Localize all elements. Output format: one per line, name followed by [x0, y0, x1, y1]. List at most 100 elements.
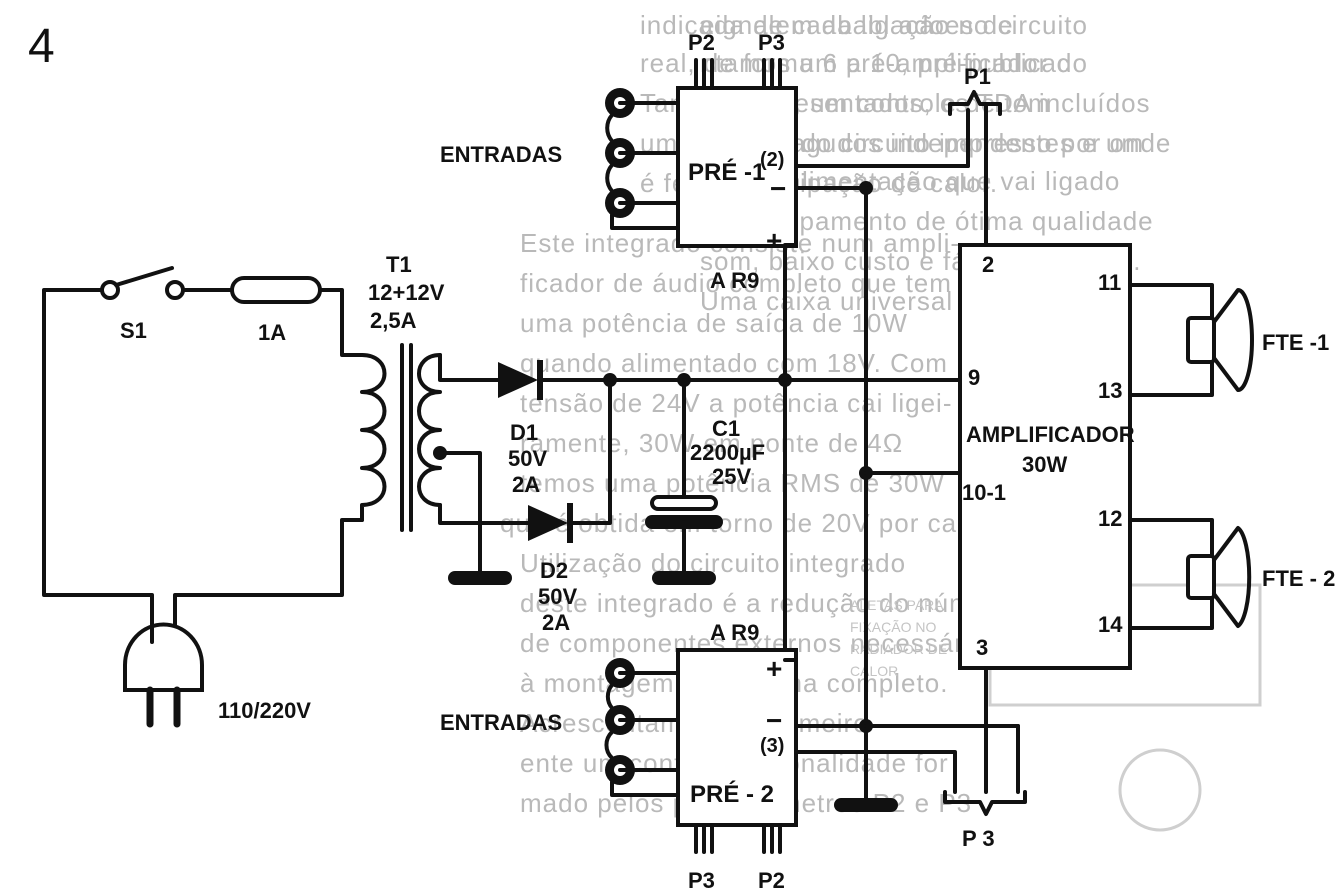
background-text-line: uma potência de saída de 10W	[520, 308, 908, 338]
pot-p3-label: P 3	[962, 826, 995, 851]
pot-p1	[948, 90, 1002, 152]
preamp-1-pot-a: P2	[688, 30, 715, 55]
preamp-2-minus: −	[766, 705, 782, 736]
preamp-2-plus: +	[766, 653, 782, 684]
background-text-line: quando alimentado com 18V. Com	[520, 348, 948, 378]
background-text-line: deste integrado é a redução do número	[520, 588, 1012, 618]
figure-number: 4	[28, 20, 55, 73]
amplifier-box	[958, 243, 1132, 670]
preamp-2-pot-b: P2	[758, 868, 785, 893]
d2-current: 2A	[542, 610, 570, 635]
center-tap-junction	[433, 446, 447, 460]
fuse-label: 1A	[258, 320, 286, 345]
background-box-text-line: ALETAS PARA	[850, 597, 944, 613]
background-text-line: ntamos um pré-amplificador c	[700, 48, 1070, 78]
speaker-1-icon	[1128, 283, 1254, 397]
amp-pin-11: 11	[1098, 270, 1121, 295]
switch-s1	[100, 266, 185, 300]
capacitor-positive-plate	[650, 495, 718, 511]
mains-plug-icon	[123, 622, 204, 728]
preamp-1-ic: A R9	[710, 268, 759, 293]
capacitor-name: C1	[712, 416, 740, 441]
buses	[778, 181, 962, 812]
background-text-line: ramente, 30W em ponte de 4Ω	[520, 428, 903, 458]
capacitor-value: 2200µF	[690, 440, 765, 465]
diode-d2	[528, 503, 573, 543]
preamp-2-name: PRÉ - 2	[690, 780, 774, 808]
inputs-label-1: ENTRADAS	[440, 142, 562, 167]
secondary-bottom-wire	[438, 503, 530, 525]
background-text-line: ficador de áudio completo que tem	[520, 268, 952, 298]
background-box-text-line: FIXAÇÃO NO	[850, 619, 936, 635]
background-text-line: eignalem ababl adoes de	[700, 10, 1014, 40]
amp-pin-2: 2	[982, 252, 994, 277]
speaker-2-wire-top	[1128, 518, 1214, 558]
speaker-1-wire-bottom	[1128, 360, 1214, 397]
d2-output-wire	[568, 378, 612, 525]
preamp-1-box	[676, 86, 798, 248]
transformer-t1	[360, 343, 442, 532]
amplifier: 2 9 10-1 3 11 13 12 14 AMPLIFICADOR 30W	[958, 148, 1135, 670]
preamp-1-plus: +	[766, 225, 782, 256]
preamp-1-input-wires	[618, 101, 680, 205]
amp-pin-9: 9	[968, 365, 980, 390]
pot-p1-label: P1	[964, 64, 991, 89]
amp-pin-13: 13	[1098, 378, 1122, 403]
preamp-2-output-wire	[794, 750, 957, 794]
speaker-2-icon	[1128, 518, 1252, 630]
amp-pin-3: 3	[976, 635, 988, 660]
amplifier-title: AMPLIFICADOR	[966, 422, 1135, 447]
transformer-voltage: 12+12V	[368, 280, 445, 305]
fuse-symbol	[230, 276, 322, 304]
preamp-1-name: PRÉ -1	[688, 158, 765, 186]
preamp-1-input-grounds	[605, 113, 680, 230]
mains-voltage-label: 110/220V	[218, 698, 311, 723]
background-box-text-line: CALOR	[850, 663, 898, 679]
amp-pin-14: 14	[1098, 612, 1123, 637]
amplifier-power: 30W	[1022, 452, 1067, 477]
diode-d1	[498, 360, 543, 400]
background-text-line: tensão de 24V a potência cai ligei-	[520, 388, 953, 418]
preamp-2-ic: A R9	[710, 620, 759, 645]
speaker-1-wire-top	[1128, 283, 1214, 320]
secondary-coil	[417, 353, 442, 507]
preamp-2-pin-label: (3)	[760, 735, 784, 757]
preamp-2-input-grounds	[604, 683, 680, 797]
d1-name: D1	[510, 420, 538, 445]
capacitor-voltage: 25V	[712, 464, 751, 489]
power-supply: S1 1A 110/220V T1 12+12V 2,5A	[42, 252, 787, 728]
d2-name: D2	[540, 558, 568, 583]
primary-return-wire	[173, 518, 364, 627]
speaker-2-wire-bottom	[1128, 596, 1214, 630]
preamp-1-pin-label: (2)	[760, 149, 784, 171]
d1-current: 2A	[512, 472, 540, 497]
secondary-top-wire	[438, 353, 500, 382]
speaker-1-label: FTE -1	[1262, 330, 1329, 355]
preamp-1: P2 P3 PRÉ -1 (2) − + A R9	[605, 30, 970, 293]
fuse-to-primary-wire	[318, 288, 364, 357]
pot-p3	[943, 666, 1027, 816]
speaker-2-label: FTE - 2	[1262, 566, 1335, 591]
preamp-1-pot-b: P3	[758, 30, 785, 55]
transformer-current: 2,5A	[370, 308, 417, 333]
primary-coil	[360, 353, 387, 522]
inputs-label-2: ENTRADAS	[440, 710, 562, 735]
preamp-2-input-wires	[618, 671, 680, 772]
background-box-text: ALETAS PARA FIXAÇÃO NO RADIADOR DE CALOR	[850, 597, 947, 679]
center-tap-wire	[438, 451, 482, 580]
d2-voltage: 50V	[538, 584, 577, 609]
background-text-line: real, de forma 6 a 10, pré-publicado	[640, 48, 1088, 78]
d1-voltage: 50V	[508, 446, 547, 471]
preamp-2-box	[676, 648, 798, 827]
preamp-2: P3 P2 PRÉ - 2 (3) − + A R9	[604, 620, 1020, 893]
mains-wire-left	[42, 288, 154, 627]
switch-label: S1	[120, 318, 147, 343]
preamp-1-minus: −	[770, 173, 786, 204]
transformer-name: T1	[386, 252, 412, 277]
preamp-2-pot-a: P3	[688, 868, 715, 893]
background-box-text-line: RADIADOR DE	[850, 641, 947, 657]
amp-pin-10: 10-1	[962, 480, 1006, 505]
amp-pin-12: 12	[1098, 506, 1122, 531]
